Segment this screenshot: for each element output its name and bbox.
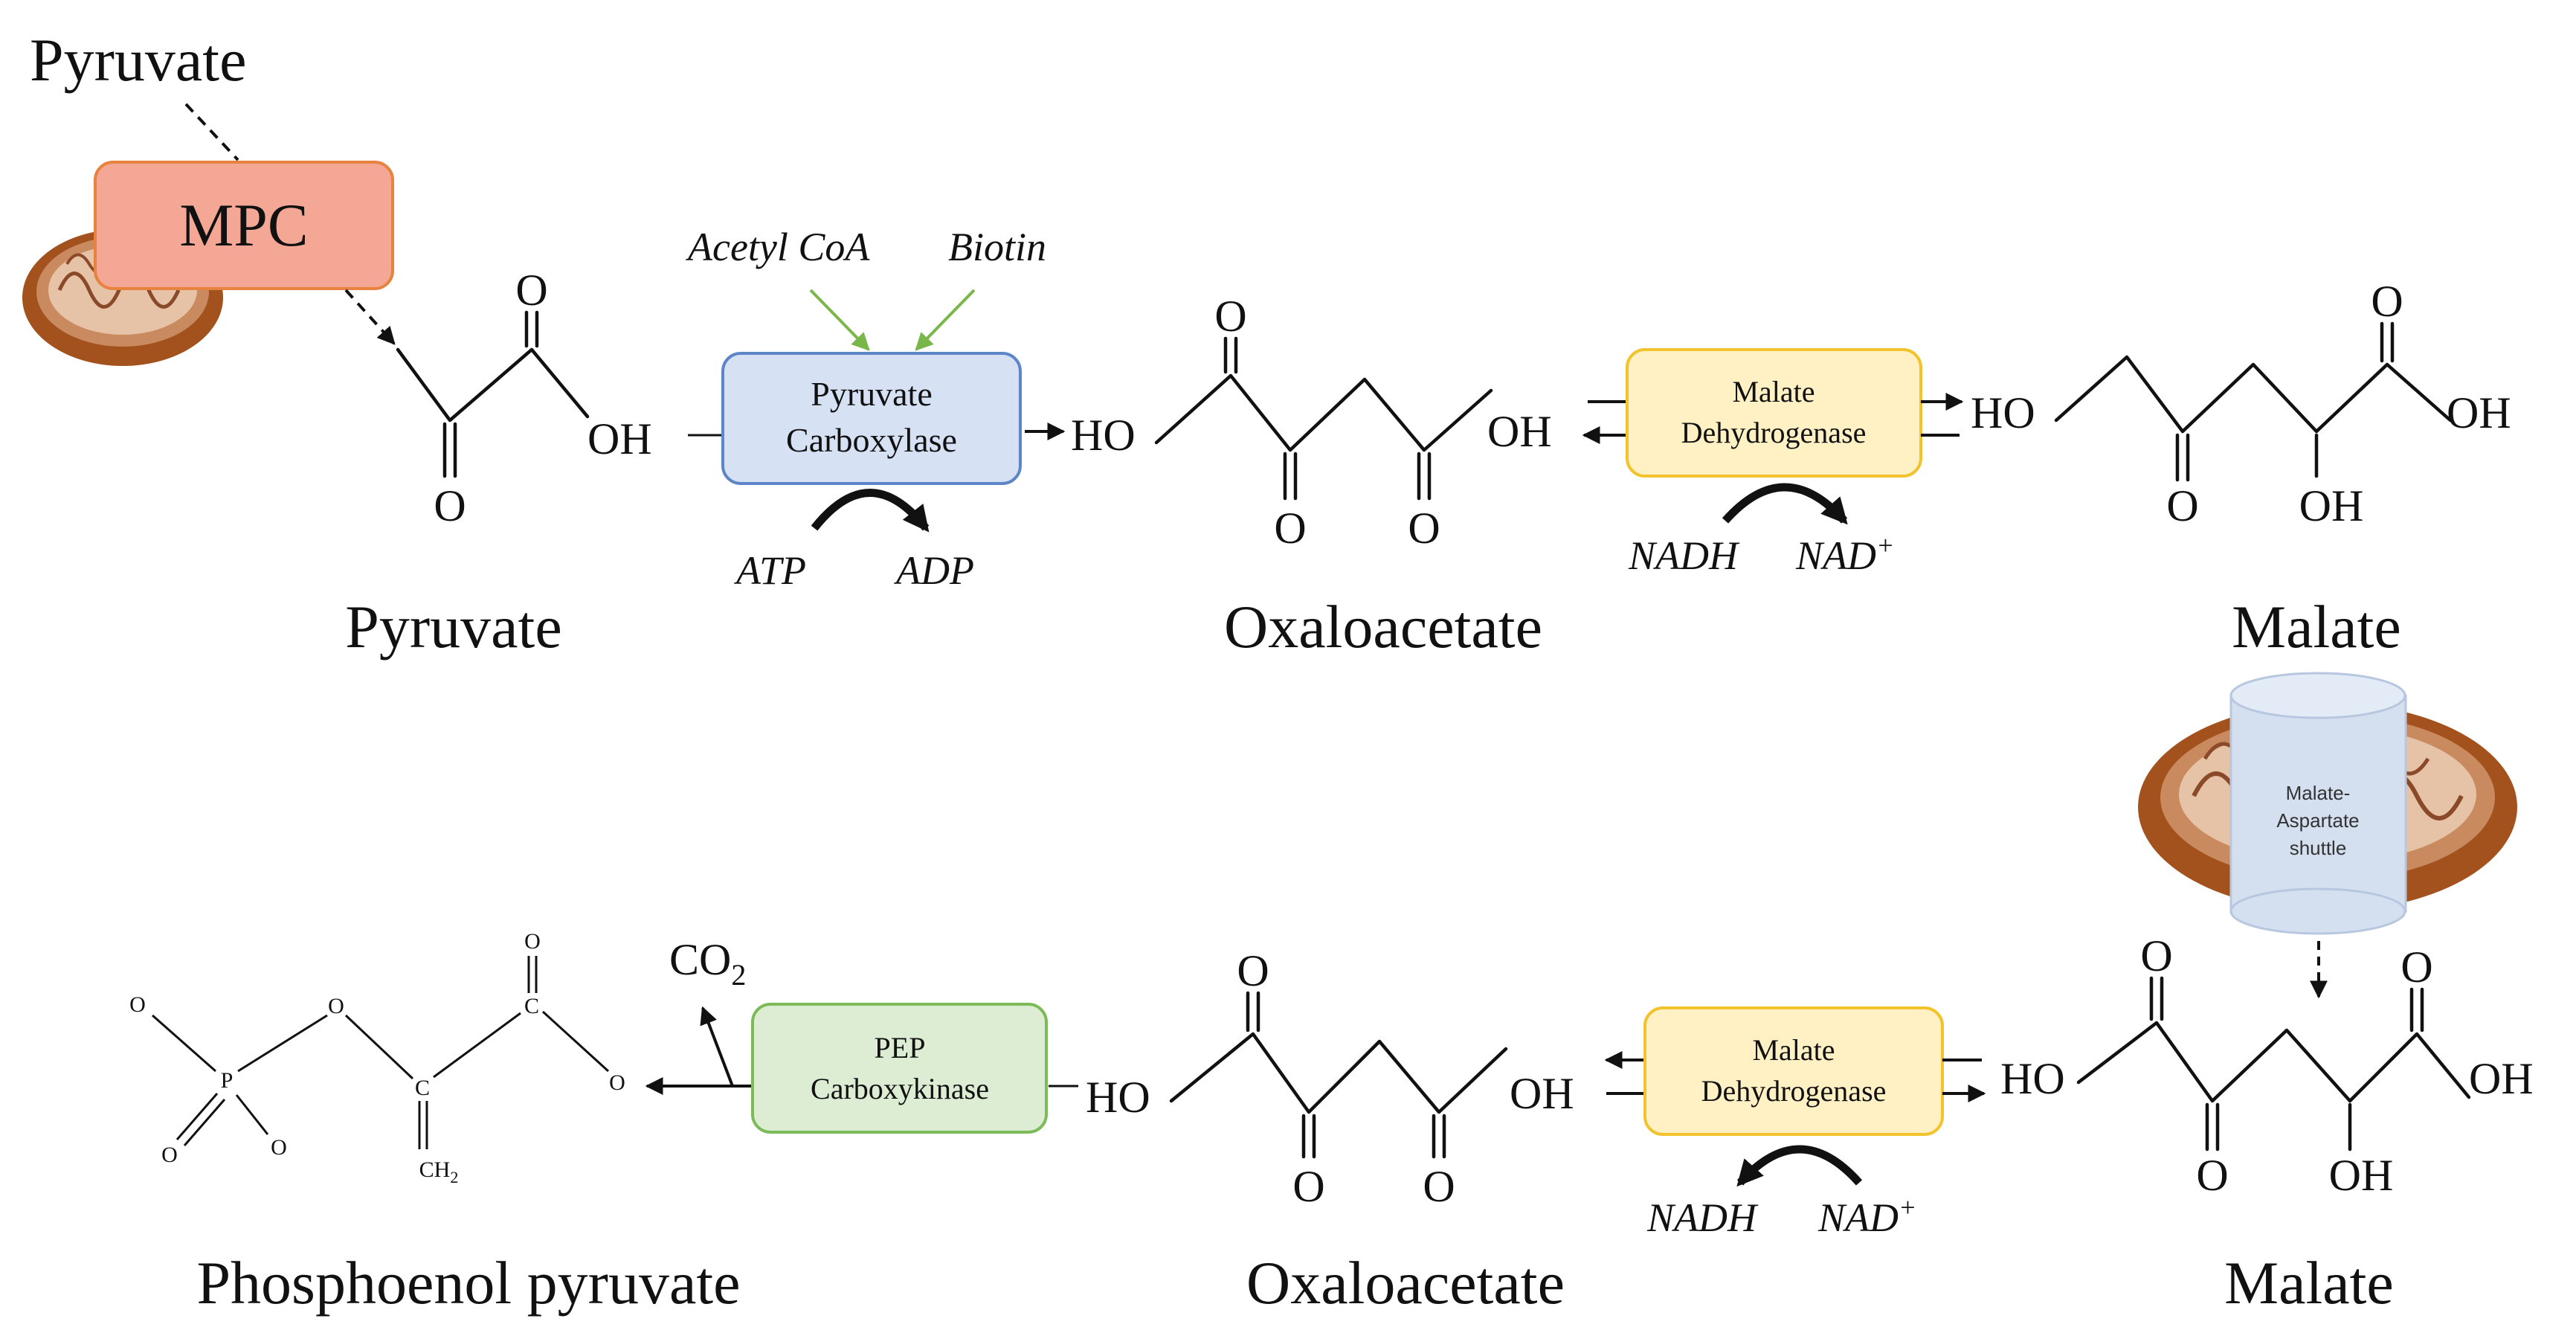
cofactor-biotin: Biotin [948, 225, 1046, 269]
oaa-top-o-1: O [1214, 292, 1246, 341]
oxaloacetate-structure-bottom: HO O O O OH [1086, 946, 1574, 1211]
malate-dehydrogenase-top-box [1626, 348, 1922, 478]
malate-bot-o-1: O [2140, 931, 2172, 980]
pep-name: Phosphoenol pyruvate [196, 1249, 740, 1317]
oaa-top-o-3: O [1408, 504, 1440, 553]
malate-top-o-2: O [2371, 277, 2403, 326]
mpc-to-pyruvate-arrow [344, 289, 396, 345]
malate-bot-o-2: O [2196, 1151, 2228, 1200]
malate-bot-oh-1: OH [2329, 1151, 2394, 1200]
pyruvate-o-2: O [515, 266, 547, 315]
pyruvate-carboxylase-box [721, 352, 1022, 485]
nad-bot-label: NAD+ [1817, 1192, 1916, 1240]
cofactor-acetyl-coa: Acetyl CoA [686, 225, 870, 269]
mdh-top-label-line1: Malate [1732, 375, 1815, 408]
oaa-bot-oh: OH [1510, 1069, 1574, 1118]
oxaloacetate-structure-top: HO O O O OH [1071, 292, 1552, 553]
mdh-top-label-line2: Dehydrogenase [1681, 416, 1867, 449]
co2-release-arrow [700, 1006, 734, 1087]
malate-bot-o-3: O [2400, 942, 2432, 992]
phosphoenolpyruvate-structure: O P O O O C CH2 C O O [129, 929, 625, 1186]
malate-top-oh-1: OH [2299, 481, 2364, 530]
pyruvate-entry-label: Pyruvate [30, 26, 246, 94]
oaa-top-ho: HO [1071, 411, 1136, 460]
mdh-bot-label-line1: Malate [1752, 1033, 1835, 1067]
pep-o-4: O [271, 1135, 287, 1160]
nad-top-label: NAD+ [1795, 530, 1894, 578]
shuttle-label-line3: shuttle [2290, 837, 2347, 859]
pep-c-1: C [415, 1076, 430, 1100]
oaa-top-oh: OH [1487, 407, 1552, 456]
malate-dehydrogenase-bottom-box [1643, 1006, 1944, 1136]
pyruvate-oh: OH [587, 414, 652, 463]
shuttle-label-line2: Aspartate [2276, 809, 2359, 832]
oaa-bot-ho: HO [1086, 1073, 1150, 1122]
pepck-label-line2: Carboxykinase [811, 1072, 989, 1105]
pep-o-1: O [129, 992, 146, 1017]
nadh-top-label: NADH [1628, 533, 1740, 578]
biotin-arrow [915, 289, 976, 351]
atp-label: ATP [734, 548, 806, 593]
malate-top-o-1: O [2166, 481, 2198, 530]
pep-o-2: O [328, 994, 344, 1018]
oaa-bot-o-3: O [1423, 1162, 1455, 1211]
pep-p: P [221, 1068, 234, 1093]
co2-label: CO2 [669, 935, 746, 992]
mdh-bot-label-line2: Dehydrogenase [1701, 1074, 1887, 1108]
pc-label-line1: Pyruvate [811, 375, 933, 413]
pyruvate-structure: O O OH [396, 266, 652, 530]
malate-top-ho: HO [1971, 388, 2035, 437]
adp-label: ADP [894, 548, 974, 593]
pyruvate-name: Pyruvate [345, 593, 561, 661]
atp-adp-curved-arrow [811, 489, 930, 533]
oaa-top-o-2: O [1274, 504, 1306, 553]
malate-bot-oh-2: OH [2469, 1054, 2534, 1103]
malate-structure-bottom: HO O O OH O OH [2000, 931, 2534, 1200]
pep-o-6: O [609, 1070, 625, 1095]
pep-o-3: O [161, 1143, 178, 1167]
oaa-bot-o-2: O [1292, 1162, 1324, 1211]
oxaloacetate-bottom-name: Oxaloacetate [1246, 1249, 1565, 1317]
pyruvate-to-mpc-arrow [184, 103, 239, 161]
shuttle-label-line1: Malate- [2286, 782, 2351, 804]
pc-label-line2: Carboxylase [786, 421, 957, 459]
mpc-label: MPC [179, 191, 308, 259]
malate-bottom-name: Malate [2224, 1249, 2394, 1317]
malate-aspartate-shuttle-cylinder: Malate- Aspartate shuttle [2229, 672, 2407, 935]
pep-c-2: C [524, 994, 539, 1018]
nad-nadh-bottom-curved-arrow [1736, 1145, 1863, 1187]
pep-ch2: CH2 [419, 1157, 459, 1186]
malate-structure-top: HO O OH O OH [1971, 277, 2511, 530]
oaa-bot-o-1: O [1237, 946, 1269, 995]
pep-o-5: O [524, 929, 541, 954]
nadh-nad-top-curved-arrow [1722, 483, 1848, 525]
acetyl-coa-arrow [809, 289, 870, 351]
nadh-bot-label: NADH [1646, 1195, 1759, 1240]
mpc-transporter-box [94, 161, 394, 290]
pepck-label-line1: PEP [875, 1031, 926, 1064]
pep-carboxykinase-box [751, 1003, 1048, 1134]
malate-top-oh-2: OH [2447, 388, 2511, 437]
oxaloacetate-top-name: Oxaloacetate [1224, 593, 1542, 661]
malate-top-name: Malate [2232, 593, 2401, 661]
pyruvate-o-1: O [434, 481, 466, 530]
malate-bot-ho: HO [2000, 1054, 2065, 1103]
